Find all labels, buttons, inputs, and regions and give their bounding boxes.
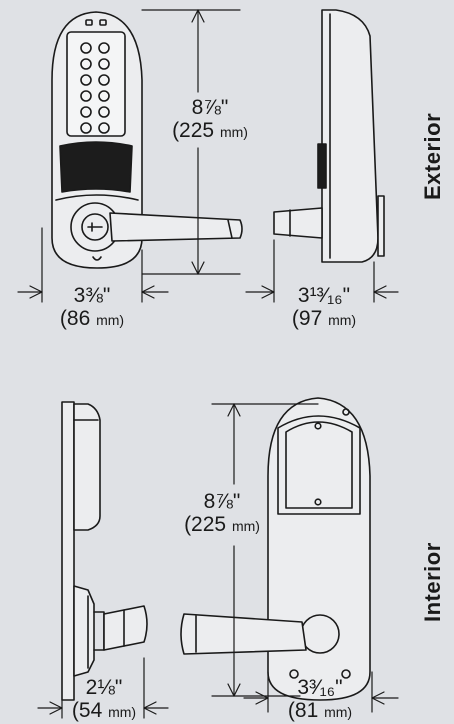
interior-lever (180, 613, 307, 655)
interior-width-dimension (243, 671, 399, 713)
exterior-width-label: 3⅜" (86 mm) (44, 284, 140, 332)
interior-width-metric-value: (81 (287, 699, 319, 722)
led-indicator-left (85, 19, 93, 26)
cover-screw-bottom (314, 498, 322, 506)
interior-side-plate (61, 401, 75, 701)
interior-width-label: 3³⁄₁₆" (81 mm) (272, 676, 368, 724)
interior-height-metric-value: (225 (184, 513, 227, 536)
exterior-side-lever (273, 207, 323, 239)
interior-height-imperial: 8⅞" (203, 490, 241, 513)
exterior-height-metric-unit: mm) (219, 124, 248, 140)
exterior-section-label: Exterior (420, 112, 445, 200)
interior-rose (73, 585, 95, 677)
interior-lever-hub (300, 614, 340, 654)
interior-depth-metric-value: (54 (71, 699, 103, 722)
interior-depth-dimension (37, 657, 169, 719)
exterior-width-imperial: 3⅜" (73, 284, 111, 307)
exterior-depth-dimension (245, 239, 399, 303)
battery-cover-inner (285, 421, 353, 509)
interior-depth-metric-unit: mm) (108, 704, 137, 720)
led-indicator-right (99, 19, 107, 26)
exterior-width-metric-value: (86 (59, 307, 91, 330)
battery-cover (277, 415, 361, 515)
bottom-screw-slot (92, 256, 102, 261)
interior-side-lever (103, 605, 148, 651)
card-reader-band (59, 141, 133, 193)
exterior-front-view (51, 11, 243, 269)
interior-side-view (61, 401, 148, 701)
interior-section-label: Interior (420, 542, 445, 622)
screw-upper-right (342, 408, 350, 416)
exterior-depth-metric-value: (97 (291, 307, 323, 330)
exterior-side-view (273, 9, 385, 263)
interior-width-metric-unit: mm) (324, 704, 353, 720)
keyway-icon (87, 222, 103, 232)
exterior-lever (109, 212, 243, 242)
lever-bevel (227, 219, 233, 239)
exterior-height-imperial: 8⅞" (191, 96, 229, 119)
interior-height-metric-unit: mm) (231, 518, 260, 534)
interior-depth-imperial: 2⅛" (85, 676, 123, 699)
cover-screw-top (314, 422, 322, 430)
interior-height-label: 8⅞" (225 mm) (166, 490, 278, 538)
interior-width-imperial: 3³⁄₁₆" (297, 676, 343, 699)
exterior-height-dimension (141, 9, 241, 275)
through-bolt-right (341, 669, 351, 679)
side-card-reader (317, 143, 327, 189)
exterior-height-label: 8⅞" (225 mm) (150, 96, 270, 144)
keypad-buttons (80, 42, 110, 134)
door-mount-plate (377, 195, 385, 257)
through-bolt-left (289, 669, 299, 679)
exterior-depth-imperial: 3¹³⁄₁₆" (297, 284, 351, 307)
exterior-height-metric-value: (225 (172, 119, 215, 142)
interior-front-view (180, 397, 371, 701)
interior-height-dimension (211, 403, 319, 697)
interior-depth-label: 2⅛" (54 mm) (56, 676, 152, 724)
exterior-width-metric-unit: mm) (96, 312, 125, 328)
exterior-width-dimension (17, 227, 169, 303)
exterior-depth-metric-unit: mm) (328, 312, 357, 328)
exterior-depth-label: 3¹³⁄₁₆" (97 mm) (276, 284, 372, 332)
interior-side-housing (73, 403, 101, 531)
escutcheon-contour (55, 194, 139, 201)
keypad-panel (66, 31, 126, 137)
